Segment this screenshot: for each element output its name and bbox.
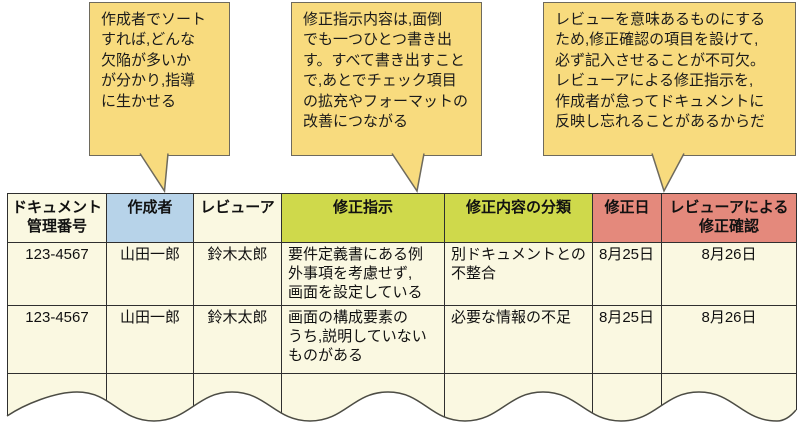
header-cell-2: レビューア	[193, 193, 282, 243]
header-cell-4: 修正内容の分類	[444, 193, 593, 243]
table-cell-stub-c1	[106, 373, 194, 428]
table-cell-stub-c3	[281, 373, 445, 428]
callout-sort-by-author: 作成者でソート すれば,どんな 欠陥が多いか が分かり,指導 に生かせる	[89, 2, 230, 156]
callout-tail-2	[391, 153, 425, 193]
table-row-partial	[7, 373, 797, 428]
table-header-row: ドキュメント 管理番号作成者レビューア修正指示修正内容の分類修正日レビューアによ…	[7, 193, 797, 243]
table-cell-r1-c5: 8月25日	[592, 305, 662, 375]
header-cell-0: ドキュメント 管理番号	[7, 193, 107, 243]
header-cell-3: 修正指示	[281, 193, 445, 243]
table-cell-r1-c6: 8月26日	[661, 305, 797, 375]
table-cell-r0-c2: 鈴木太郎	[193, 241, 282, 307]
header-cell-6: レビューアによる 修正確認	[661, 193, 797, 243]
table-cell-r0-c6: 8月26日	[661, 241, 797, 307]
table-cell-r1-c3: 画面の構成要素の うち,説明していない ものがある	[281, 305, 445, 375]
callout-tail-3	[651, 153, 685, 193]
callout-confirmation-column: レビューを意味あるものにする ため,修正確認の項目を設けて, 必ず記入させること…	[543, 2, 796, 156]
table-cell-r0-c5: 8月25日	[592, 241, 662, 307]
table-cell-stub-c2	[193, 373, 282, 428]
header-cell-1: 作成者	[106, 193, 194, 243]
review-record-table: ドキュメント 管理番号作成者レビューア修正指示修正内容の分類修正日レビューアによ…	[7, 193, 797, 428]
table-cell-r1-c2: 鈴木太郎	[193, 305, 282, 375]
callout-text: 作成者でソート すれば,どんな 欠陥が多いか が分かり,指導 に生かせる	[101, 11, 207, 110]
table-cell-r1-c1: 山田一郎	[106, 305, 194, 375]
table-header: ドキュメント 管理番号作成者レビューア修正指示修正内容の分類修正日レビューアによ…	[7, 193, 797, 243]
table-cell-r0-c1: 山田一郎	[106, 241, 194, 307]
table-cell-stub-c6	[661, 373, 797, 428]
header-cell-5: 修正日	[592, 193, 662, 243]
table-cell-stub-c5	[592, 373, 662, 428]
table-cell-r0-c3: 要件定義書にある例 外事項を考慮せず, 画面を設定している	[281, 241, 445, 307]
callout-tail-1	[139, 153, 169, 194]
table-cell-r1-c0: 123-4567	[7, 305, 107, 375]
callout-text: レビューを意味あるものにする ため,修正確認の項目を設けて, 必ず記入させること…	[555, 11, 766, 130]
callout-write-out-instructions: 修正指示内容は,面倒 でも一つひとつ書き出 す。すべて書き出すこと で,あとでチ…	[291, 2, 482, 156]
table-cell-r0-c0: 123-4567	[7, 241, 107, 307]
table-cell-stub-c0	[7, 373, 107, 428]
table-cell-r0-c4: 別ドキュメントとの 不整合	[444, 241, 593, 307]
callout-text: 修正指示内容は,面倒 でも一つひとつ書き出 す。すべて書き出すこと で,あとでチ…	[303, 11, 469, 130]
table-cell-r1-c4: 必要な情報の不足	[444, 305, 593, 375]
table-cell-stub-c4	[444, 373, 593, 428]
